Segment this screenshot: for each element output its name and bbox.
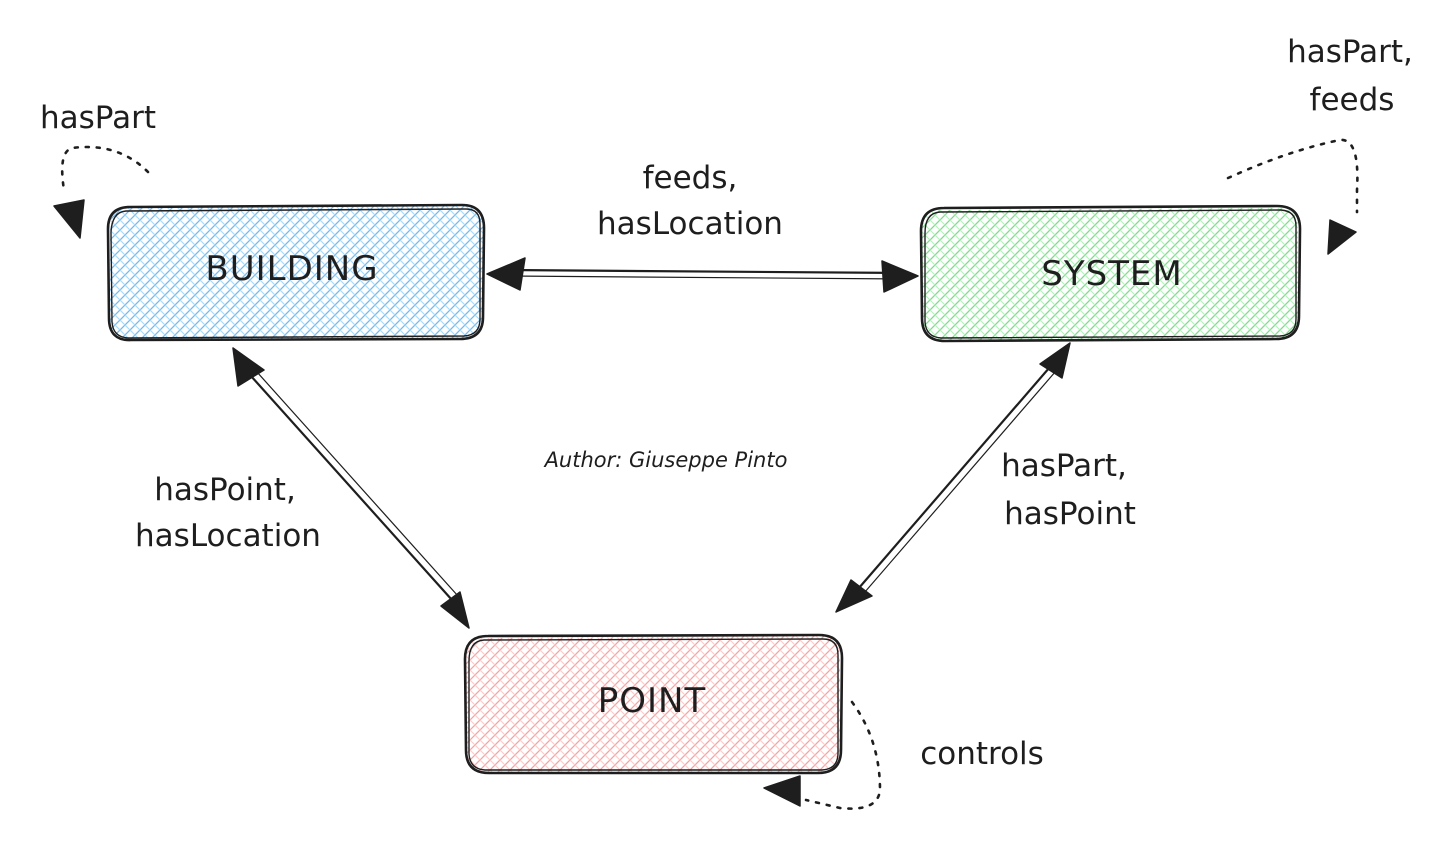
building-outline-sketch: [110, 208, 481, 339]
loop-point[interactable]: controls: [763, 700, 1044, 810]
loop-building-arrowhead: [53, 199, 85, 239]
edge-system-point-label-1: hasPart,: [1001, 448, 1127, 484]
edge-system-point[interactable]: hasPart, hasPoint: [835, 342, 1136, 613]
system-fill: [922, 208, 1298, 340]
system-node[interactable]: SYSTEM: [919, 204, 1302, 343]
point-label: POINT: [598, 681, 707, 721]
edge-system-point-arrowhead-bottom: [835, 579, 873, 613]
point-outline-sketch: [468, 638, 839, 771]
edge-building-system[interactable]: feeds, hasLocation: [486, 160, 919, 293]
loop-system-path: [1226, 138, 1359, 214]
edge-system-point-line: [851, 359, 1057, 597]
loop-point-arrowhead: [763, 775, 801, 807]
edge-building-point-label-2: hasLocation: [135, 518, 321, 554]
building-fill: [110, 206, 483, 340]
edge-building-point-arrowhead-bottom: [440, 591, 470, 629]
edge-building-point[interactable]: hasPoint, hasLocation: [135, 347, 470, 629]
edge-system-point-line-sketch: [857, 363, 1063, 601]
system-outline-sketch: [924, 209, 1297, 339]
edge-building-system-label-2: hasLocation: [597, 206, 783, 242]
loop-system-arrowhead: [1327, 219, 1357, 255]
system-label: SYSTEM: [1041, 254, 1183, 294]
loop-point-label: controls: [920, 736, 1044, 772]
edge-system-point-arrowhead-top: [1039, 342, 1071, 379]
loop-building-label: hasPart: [40, 100, 156, 136]
point-node[interactable]: POINT: [463, 633, 844, 775]
loop-system-label-2: feeds: [1310, 82, 1395, 118]
building-node[interactable]: BUILDING: [106, 203, 486, 342]
building-outline: [106, 203, 486, 342]
author-label: Author: Giuseppe Pinto: [543, 448, 788, 472]
edge-building-system-label-1: feeds,: [643, 160, 738, 196]
edge-building-point-label-1: hasPoint,: [154, 472, 296, 508]
edge-building-system-arrowhead-left: [486, 257, 526, 291]
loop-building-path: [60, 145, 150, 192]
edge-system-point-label-2: hasPoint: [1004, 496, 1136, 532]
point-outline: [463, 633, 844, 775]
edge-building-system-line: [504, 268, 903, 275]
system-outline: [919, 204, 1302, 343]
building-label: BUILDING: [205, 249, 378, 289]
loop-system-label-1: hasPart,: [1287, 34, 1413, 70]
point-fill: [466, 636, 840, 772]
edge-building-point-line: [241, 365, 453, 601]
edge-building-point-line-sketch: [247, 361, 459, 597]
loop-system[interactable]: hasPart, feeds: [1226, 34, 1413, 255]
edge-building-system-arrowhead-right: [881, 260, 919, 293]
loop-building[interactable]: hasPart: [40, 100, 156, 239]
edge-building-point-arrowhead-top: [232, 347, 265, 387]
edge-building-system-line-sketch: [504, 275, 903, 280]
